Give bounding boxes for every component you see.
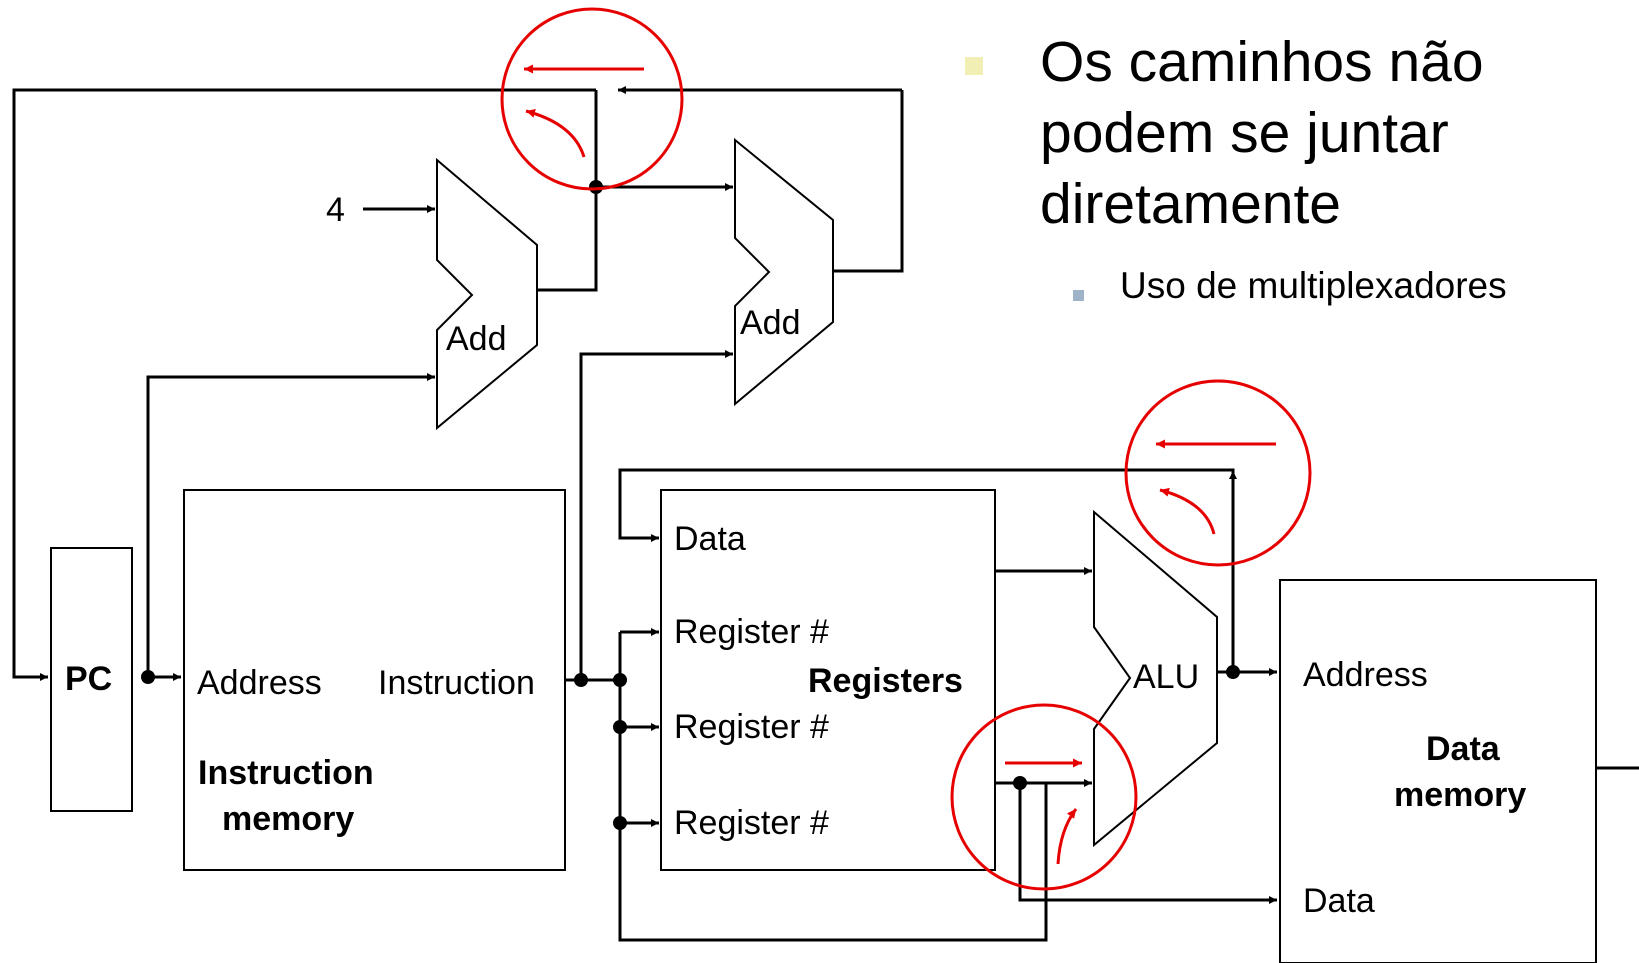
reg-register-3-label: Register # — [674, 804, 829, 842]
pc-label: PC — [65, 660, 112, 698]
im-title-line1: Instruction — [198, 754, 374, 792]
registers-box — [660, 489, 996, 871]
sub-bullet-marker — [1073, 290, 1084, 301]
adder-1-shape — [436, 157, 538, 431]
data-memory-box — [1279, 579, 1597, 963]
dm-title-line1: Data — [1426, 730, 1501, 768]
adder-2-label: Add — [740, 304, 801, 342]
registers-title: Registers — [808, 662, 963, 700]
dm-title-line2: memory — [1394, 776, 1526, 814]
bullet-line-3: diretamente — [1040, 172, 1342, 236]
im-title-line2: memory — [222, 800, 354, 838]
dm-data-label: Data — [1303, 882, 1375, 920]
wires — [12, 86, 1639, 942]
highlight-circle-pc-merge — [500, 7, 684, 191]
conflict-highlights — [500, 7, 1312, 891]
alu-label: ALU — [1133, 658, 1199, 696]
junction-dots — [141, 180, 1240, 830]
sub-bullet-text: Uso de multiplexadores — [1120, 265, 1507, 306]
reg-register-2-label: Register # — [674, 708, 829, 746]
adder-1-label: Add — [446, 320, 507, 358]
diagram-labels: 4 Add Add PC Address Instruction Instruc… — [65, 191, 1526, 920]
highlight-circle-alu-input — [950, 703, 1138, 891]
pc-register — [50, 547, 133, 812]
reg-register-1-label: Register # — [674, 613, 829, 651]
im-instruction-label: Instruction — [378, 664, 535, 702]
highlight-circle-register-merge — [1124, 379, 1312, 567]
dm-address-label: Address — [1303, 656, 1428, 694]
adder-2-shape — [734, 137, 834, 407]
reg-data-label: Data — [674, 520, 746, 558]
bullet-line-2: podem se juntar — [1040, 101, 1449, 165]
constant-4-label: 4 — [326, 191, 345, 229]
alu-shape — [1093, 509, 1218, 848]
im-address-label: Address — [197, 664, 322, 702]
bullet-line-1: Os caminhos não — [1040, 30, 1484, 94]
bullet-marker — [965, 57, 983, 75]
